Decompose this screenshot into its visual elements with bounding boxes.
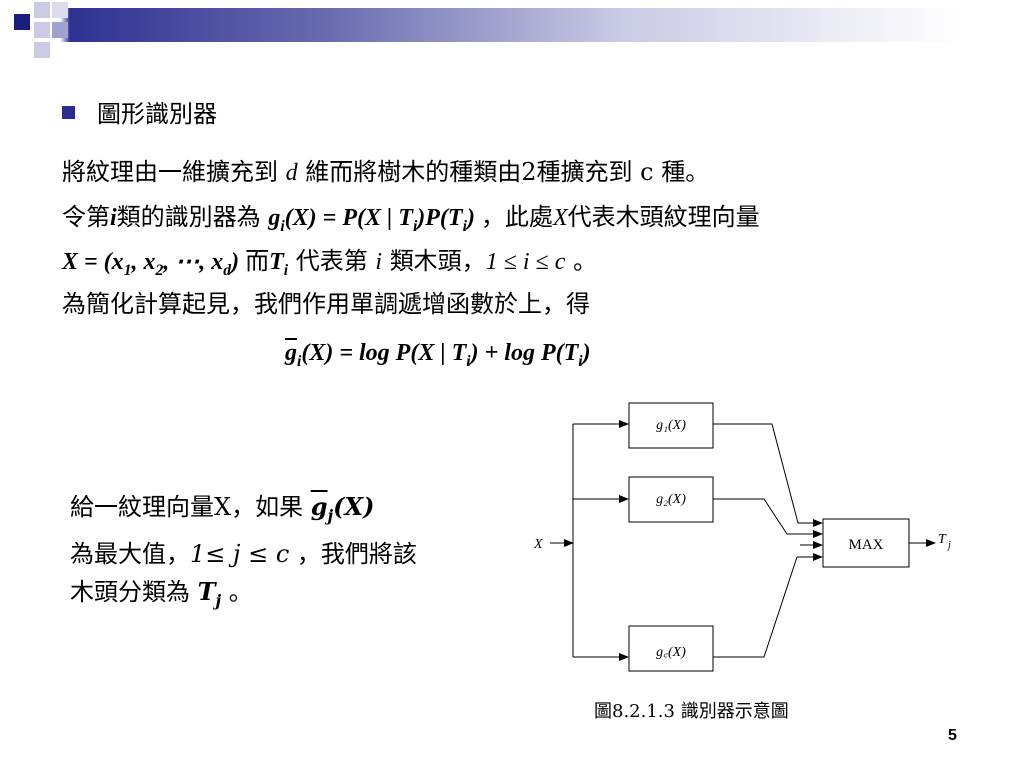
- math-var: i: [375, 249, 383, 275]
- deco-square-light: [34, 42, 50, 58]
- math-expr: ): [582, 340, 591, 366]
- math-range: 1 ≤ i ≤ c: [485, 249, 566, 275]
- math-sub: i: [283, 261, 289, 279]
- math-sub: 1: [123, 261, 132, 279]
- math-sub: i: [466, 352, 471, 370]
- math-expr: , ⋯, x: [163, 249, 224, 275]
- math-var: d: [285, 160, 298, 186]
- math-sub: i: [297, 352, 302, 370]
- output-label: T: [938, 532, 947, 547]
- output-line-1: [713, 423, 823, 527]
- deco-square-light: [34, 22, 50, 38]
- log-equation: gi(X) = log P(X | Ti) + log P(Ti): [285, 340, 591, 371]
- max-label: MAX: [848, 537, 883, 553]
- math-expr: (X) = log P(X | T: [301, 340, 467, 366]
- page-number: 5: [948, 727, 957, 744]
- math-expr: (X) = P(X | T: [284, 205, 413, 231]
- text-segment: 。: [573, 247, 597, 275]
- math-expr: , x: [131, 249, 156, 275]
- classifier-box-1-label: g₁(X): [656, 418, 686, 433]
- text-segment: 給一紋理向量X，如果: [70, 493, 304, 521]
- deco-square-light: [34, 2, 50, 18]
- text-segment: 而: [245, 247, 270, 275]
- text-segment: ，我們將該: [296, 539, 417, 568]
- classifier-box-1: [628, 402, 714, 449]
- output-sub: j: [946, 540, 951, 551]
- left-line-3: 木頭分類為 Tj 。: [70, 573, 417, 620]
- math-g: g: [268, 205, 281, 231]
- deco-square-dark: [14, 14, 30, 30]
- math-expr: ): [231, 249, 240, 275]
- math-sub: i: [280, 217, 285, 235]
- deco-square-light: [52, 2, 68, 18]
- paragraph-line-2: 令第i類的識別器為 gi(X) = P(X | Ti)P(Ti) ，此處X代表木…: [62, 202, 760, 242]
- math-range: 1≤ j ≤ c: [190, 539, 290, 568]
- text-segment: 維而將樹木的種類由2種擴充到 c 種。: [305, 158, 710, 186]
- output-line-4: [713, 553, 823, 658]
- math-var: T: [269, 249, 284, 275]
- math-var: X: [552, 205, 568, 231]
- math-sub: i: [462, 217, 467, 235]
- text-segment: 令第: [62, 203, 110, 231]
- output-line-2: [713, 498, 823, 538]
- text-segment: 為簡化計算起見，我們作用單調遞增函數於上，得: [62, 290, 590, 318]
- max-box: [822, 518, 910, 568]
- text-segment: 為最大值，: [70, 539, 190, 568]
- math-expr: (X): [333, 492, 375, 521]
- math-expr: X = (x: [62, 249, 124, 275]
- text-segment: 代表第: [295, 247, 368, 275]
- classifier-box-3: [628, 625, 714, 672]
- text-segment: 類木頭，: [389, 247, 486, 275]
- text-segment: 類的識別器為: [116, 203, 261, 231]
- bullet-text: 圖形識別器: [97, 100, 217, 128]
- paragraph-line-4: 為簡化計算起見，我們作用單調遞增函數於上，得: [62, 289, 590, 319]
- text-segment: 將紋理由一維擴充到: [62, 158, 278, 186]
- math-sub: d: [223, 261, 232, 279]
- math-sub: i: [412, 217, 418, 235]
- math-var: i: [110, 205, 117, 231]
- input-label: X: [533, 537, 543, 552]
- math-g-bar: g: [310, 492, 328, 521]
- math-expr: ): [466, 205, 475, 231]
- math-sub: j: [327, 505, 334, 525]
- bullet-heading: 圖形識別器: [62, 94, 217, 129]
- classification-text: 給一紋理向量X，如果 gj(X) 為最大值，1≤ j ≤ c ，我們將該 木頭分…: [70, 488, 417, 620]
- header-decoration: [0, 0, 1024, 62]
- math-sub: 2: [155, 261, 164, 279]
- text-segment: 。: [228, 577, 253, 606]
- math-expr: )P(T: [417, 205, 463, 231]
- text-segment: 木頭分類為: [70, 577, 190, 606]
- header-gradient-band: [0, 8, 1024, 42]
- classifier-diagram: X g₁(X) g₂(X) g꜀(X) MAX T j: [533, 402, 951, 672]
- math-sub: j: [215, 590, 222, 610]
- text-segment: 代表木頭紋理向量: [567, 203, 760, 231]
- classifier-box-3-label: g꜀(X): [656, 645, 686, 660]
- math-var: T: [197, 576, 216, 606]
- math-sub: i: [578, 352, 583, 370]
- text-segment: ，此處: [480, 203, 553, 231]
- classifier-box-2-label: g₂(X): [656, 492, 686, 507]
- bullet-square-icon: [62, 106, 75, 119]
- paragraph-line-3: X = (x1, x2, ⋯, xd) 而Ti 代表第 i 類木頭，1 ≤ i …: [62, 246, 597, 286]
- deco-square-mid: [52, 22, 68, 38]
- left-line-2: 為最大值，1≤ j ≤ c ，我們將該: [70, 535, 417, 573]
- math-expr: ) + log P(T: [470, 340, 579, 366]
- figure-caption: 圖8.2.1.3 識別器示意圖: [594, 701, 789, 722]
- left-line-1: 給一紋理向量X，如果 gj(X): [70, 488, 417, 535]
- classifier-box-2: [628, 476, 714, 523]
- paragraph-line-1: 將紋理由一維擴充到 d 維而將樹木的種類由2種擴充到 c 種。: [62, 157, 709, 188]
- math-g-bar: g: [285, 340, 297, 366]
